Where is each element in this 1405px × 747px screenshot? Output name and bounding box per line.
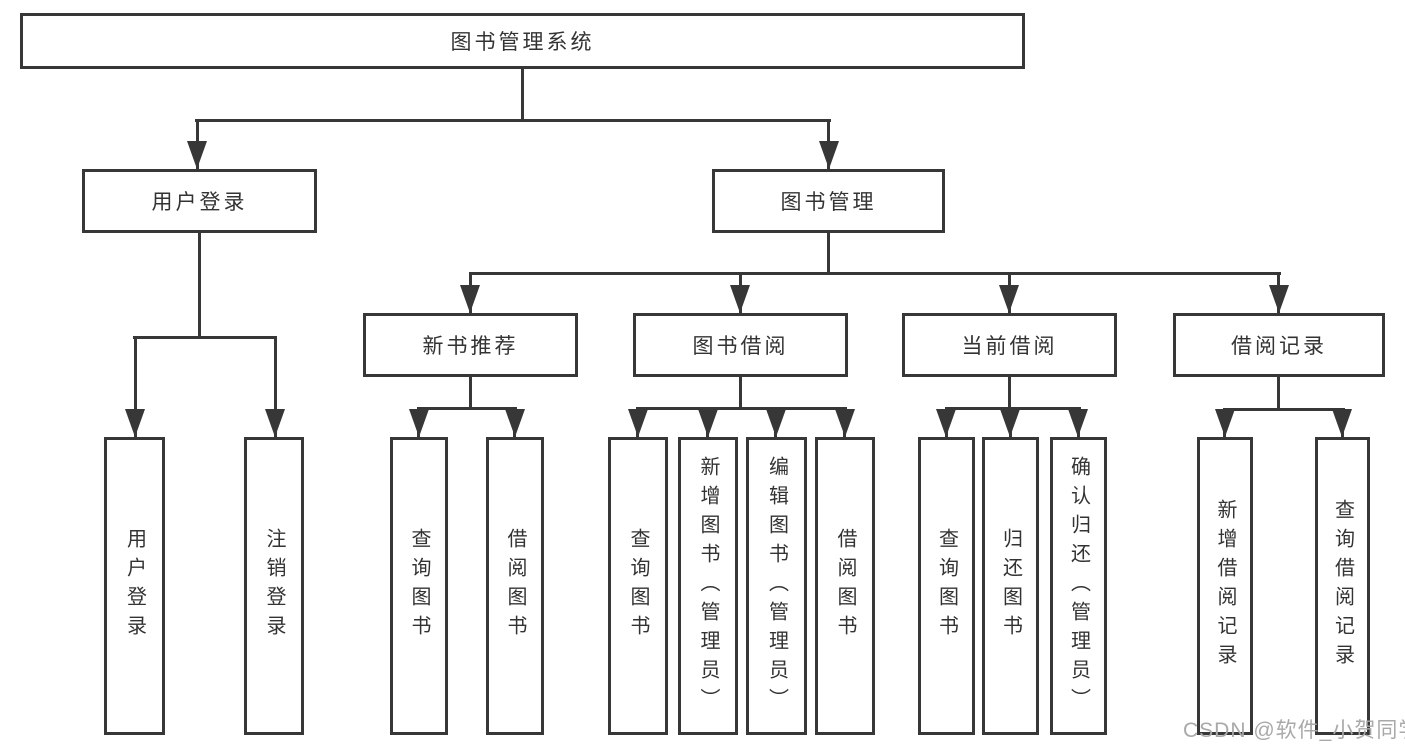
leaf-user-login: 用户登录 — [104, 437, 165, 735]
arrowhead-icon — [766, 409, 786, 437]
arrowhead-icon — [1332, 409, 1352, 437]
connector-line — [198, 233, 201, 336]
leaf-recommend-query-books: 查询图书 — [390, 437, 448, 735]
arrowhead-icon — [698, 409, 718, 437]
connector-line — [945, 407, 1081, 410]
leaf-current-query-books: 查询图书 — [918, 437, 975, 735]
arrowhead-icon — [187, 141, 207, 169]
csdn-watermark: CSDN @软件_小贺同学 — [1183, 719, 1405, 742]
leaf-logout: 注销登录 — [244, 437, 304, 735]
connector-line — [827, 233, 830, 272]
arrowhead-icon — [505, 409, 525, 437]
node-book-management: 图书管理 — [712, 169, 945, 233]
arrowhead-icon — [125, 409, 145, 437]
node-user-login: 用户登录 — [82, 169, 317, 233]
connector-line — [417, 407, 517, 410]
leaf-borrowing-add-books-admin: 新增图书（管理员） — [678, 437, 738, 735]
leaf-records-add-record: 新增借阅记录 — [1197, 437, 1253, 735]
connector-line — [133, 336, 277, 339]
arrowhead-icon — [730, 285, 750, 313]
arrowhead-icon — [460, 285, 480, 313]
leaf-borrowing-query-books: 查询图书 — [608, 437, 668, 735]
arrowhead-icon — [1068, 409, 1088, 437]
leaf-current-return-books: 归还图书 — [982, 437, 1039, 735]
connector-line — [1223, 408, 1345, 411]
leaf-records-query-record: 查询借阅记录 — [1315, 437, 1370, 735]
leaf-current-confirm-return-admin: 确认归还（管理员） — [1050, 437, 1107, 735]
arrowhead-icon — [1269, 285, 1289, 313]
arrowhead-icon — [835, 409, 855, 437]
connector-line — [134, 336, 137, 437]
arrowhead-icon — [1000, 409, 1020, 437]
arrowhead-icon — [1215, 409, 1235, 437]
arrowhead-icon — [936, 409, 956, 437]
connector-line — [739, 377, 742, 407]
node-library-system-root: 图书管理系统 — [20, 13, 1025, 69]
node-current-borrowing: 当前借阅 — [902, 313, 1117, 377]
arrowhead-icon — [265, 409, 285, 437]
arrowhead-icon — [628, 409, 648, 437]
node-book-borrowing: 图书借阅 — [633, 313, 848, 377]
connector-line — [469, 272, 1281, 275]
connector-line — [521, 69, 524, 119]
connector-line — [1277, 376, 1280, 408]
connector-line — [274, 336, 277, 437]
leaf-borrowing-edit-books-admin: 编辑图书（管理员） — [746, 437, 807, 735]
node-borrowing-records: 借阅记录 — [1173, 313, 1385, 377]
leaf-borrowing-borrow-books: 借阅图书 — [815, 437, 875, 735]
arrowhead-icon — [409, 409, 429, 437]
connector-line — [469, 377, 472, 407]
arrowhead-icon — [999, 285, 1019, 313]
connector-line — [195, 119, 831, 122]
connector-line — [636, 407, 847, 410]
node-new-book-recommend: 新书推荐 — [363, 313, 578, 377]
arrowhead-icon — [819, 141, 839, 169]
connector-line — [1008, 377, 1011, 407]
leaf-recommend-borrow-books: 借阅图书 — [486, 437, 544, 735]
